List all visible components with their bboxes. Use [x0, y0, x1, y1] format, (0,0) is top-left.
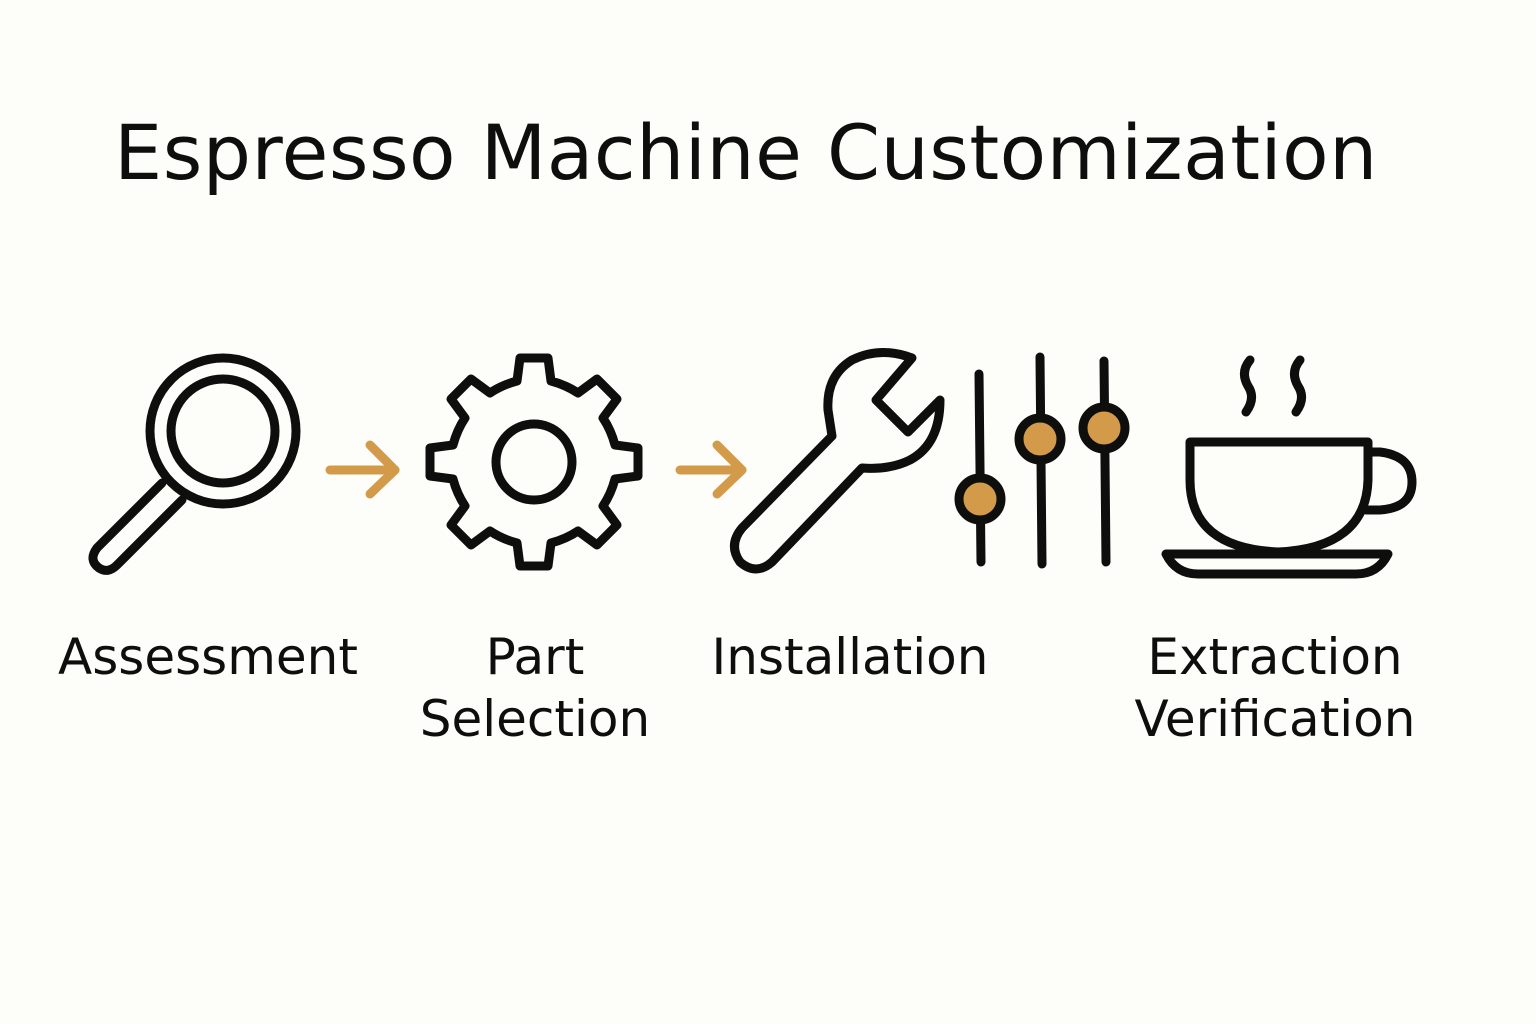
arrow-right-icon — [675, 440, 747, 499]
magnifying-glass-icon — [88, 353, 301, 575]
coffee-cup-icon — [1161, 355, 1417, 579]
diagram-title: Espresso Machine Customization — [114, 108, 1378, 197]
gear-icon — [425, 353, 643, 571]
step-label-installation: Installation — [711, 628, 989, 686]
step-label-part-selection: Part Selection — [419, 628, 651, 748]
arrow-right-icon — [325, 440, 400, 499]
sliders-icon — [954, 352, 1130, 569]
step-label-extraction-verification: Extraction Verification — [1134, 628, 1416, 748]
wrench-icon — [730, 348, 945, 574]
step-label-assessment: Assessment — [58, 628, 358, 686]
